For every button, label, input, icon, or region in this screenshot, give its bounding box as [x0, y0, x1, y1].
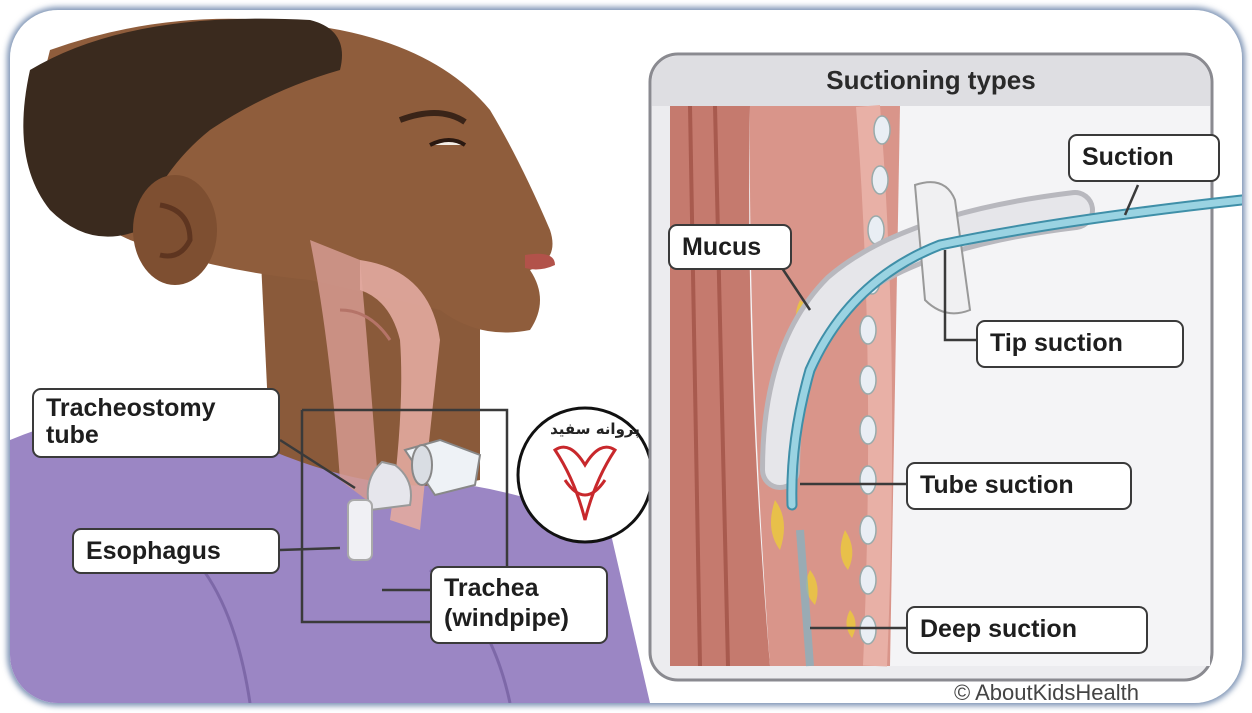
logo-text: پروانه سفید [550, 420, 640, 438]
image-frame: Suctioning types Tracheostomy tube Esoph… [10, 10, 1242, 703]
panel-title: Suctioning types [650, 54, 1212, 106]
label-tracheostomy-tube: Tracheostomy tube [32, 388, 280, 458]
label-deep-suction: Deep suction [906, 606, 1148, 654]
label-trachea: Trachea (windpipe) [430, 566, 608, 644]
label-esophagus: Esophagus [72, 528, 280, 574]
label-mucus: Mucus [668, 224, 792, 270]
label-tube-suction: Tube suction [906, 462, 1132, 510]
copyright-notice: © AboutKidsHealth [954, 680, 1139, 703]
label-suction: Suction [1068, 134, 1220, 182]
label-tip-suction: Tip suction [976, 320, 1184, 368]
